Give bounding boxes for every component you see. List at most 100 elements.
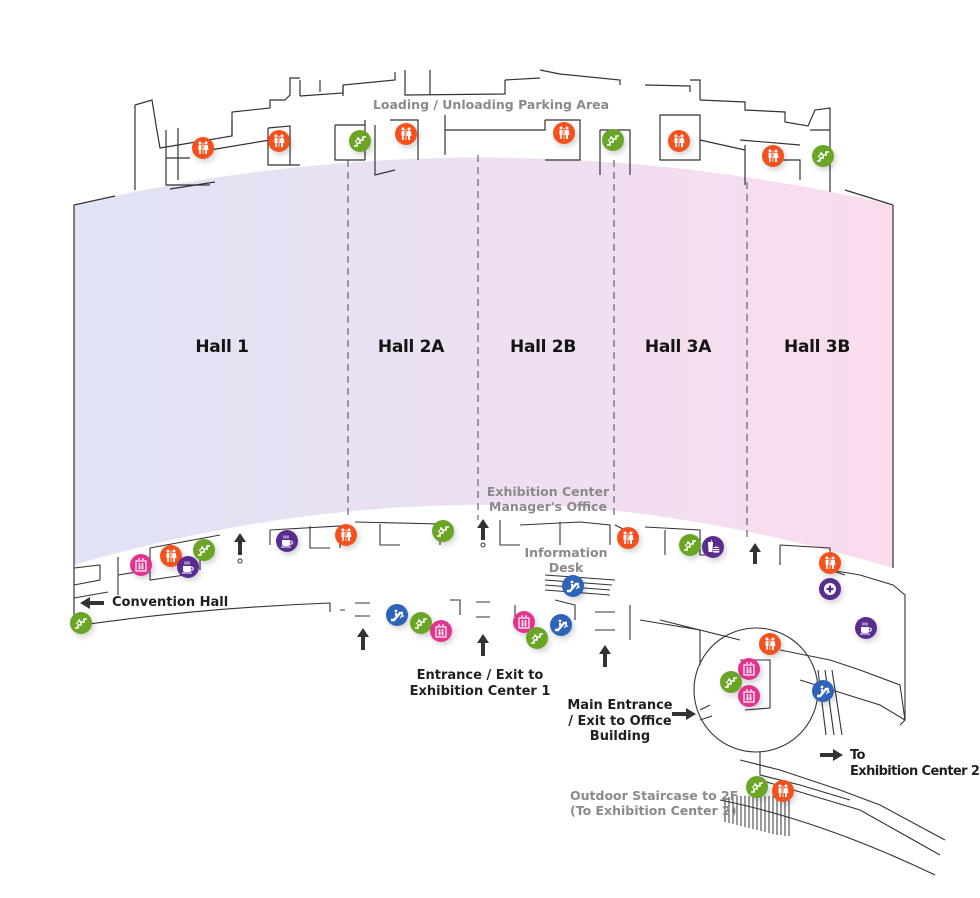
cafe-icon xyxy=(279,533,295,549)
poi-restroom[interactable] xyxy=(335,524,357,546)
stairs-icon xyxy=(529,630,545,646)
poi-escalator[interactable] xyxy=(386,604,408,626)
entrance-ec1-label: Entrance / Exit to Exhibition Center 1 xyxy=(410,668,551,699)
entrance-ec1-label-line1: Entrance / Exit to xyxy=(416,668,544,683)
restroom-icon xyxy=(822,555,838,571)
first-aid-icon xyxy=(822,581,838,597)
poi-cafe[interactable] xyxy=(855,617,877,639)
poi-elevator[interactable] xyxy=(430,620,452,642)
info-desk-label-line2: Desk xyxy=(548,560,584,575)
restroom-icon xyxy=(163,548,179,564)
hall-dividers xyxy=(347,155,748,540)
poi-escalator[interactable] xyxy=(550,614,572,636)
escalator-icon xyxy=(389,607,405,623)
elevator-icon xyxy=(741,661,757,677)
poi-stairs[interactable] xyxy=(349,130,371,152)
poi-stairs[interactable] xyxy=(432,520,454,542)
convention-hall-label[interactable]: Convention Hall xyxy=(112,595,229,610)
poi-restroom[interactable] xyxy=(668,130,690,152)
main-entrance-label: Main Entrance / Exit to Office Building xyxy=(567,698,672,745)
outdoor-staircase-label-line1: Outdoor Staircase to 2F xyxy=(570,788,739,803)
arrow-up-entrance-b xyxy=(477,634,489,656)
poi-restroom[interactable] xyxy=(553,122,575,144)
restroom-icon xyxy=(671,133,687,149)
poi-restroom[interactable] xyxy=(192,137,214,159)
stairs-icon xyxy=(682,537,698,553)
loading-area-label: Loading / Unloading Parking Area xyxy=(372,97,610,112)
poi-stairs[interactable] xyxy=(812,145,834,167)
cafe-icon xyxy=(858,620,874,636)
manager-office-label-line2: Manager's Office xyxy=(489,499,607,514)
outdoor-staircase-label-line2: (To Exhibition Center 2) xyxy=(570,803,737,818)
hall-3b-label[interactable]: Hall 3B xyxy=(784,337,850,357)
poi-elevator[interactable] xyxy=(130,554,152,576)
poi-stairs[interactable] xyxy=(720,671,742,693)
to-ec2-label-line2: Exhibition Center 2 xyxy=(850,763,980,779)
poi-stairs[interactable] xyxy=(70,612,92,634)
manager-office-label: Exhibition Center Manager's Office xyxy=(487,484,609,514)
hall-3a-label[interactable]: Hall 3A xyxy=(644,337,712,357)
poi-elevator[interactable] xyxy=(738,685,760,707)
main-entrance-label-line1: Main Entrance xyxy=(567,698,673,713)
poi-restroom[interactable] xyxy=(762,145,784,167)
to-ec2-label[interactable]: To Exhibition Center 2 xyxy=(850,748,980,779)
main-entrance-label-line2: / Exit to Office xyxy=(568,713,672,729)
poi-first-aid[interactable] xyxy=(819,578,841,600)
info-desk-label: Information Desk xyxy=(525,545,608,575)
elevator-icon xyxy=(741,688,757,704)
poi-stairs[interactable] xyxy=(679,534,701,556)
poi-stairs[interactable] xyxy=(410,612,432,634)
poi-restroom[interactable] xyxy=(268,130,290,152)
arrow-right-ec2 xyxy=(820,749,843,761)
outdoor-staircase-label: Outdoor Staircase to 2F (To Exhibition C… xyxy=(570,788,738,818)
stairs-icon xyxy=(815,148,831,164)
food-icon xyxy=(705,539,721,555)
stairs-icon xyxy=(605,132,621,148)
poi-stairs[interactable] xyxy=(746,776,768,798)
loading-area-walls: @@ xyxy=(134,69,831,192)
restroom-icon xyxy=(271,133,287,149)
poi-stairs[interactable] xyxy=(193,539,215,561)
restroom-icon xyxy=(620,530,636,546)
restroom-icon xyxy=(338,527,354,543)
hall-walls xyxy=(73,181,894,620)
arrow-right-main-entrance xyxy=(672,708,696,720)
poi-stairs[interactable] xyxy=(526,627,548,649)
poi-restroom[interactable] xyxy=(395,123,417,145)
poi-restroom[interactable] xyxy=(772,780,794,802)
restroom-icon xyxy=(195,140,211,156)
stairs-icon xyxy=(435,523,451,539)
arrow-up-hall3 xyxy=(749,543,761,564)
main-entrance-label-line3: Building xyxy=(589,729,651,745)
restroom-icon xyxy=(398,126,414,142)
arrow-up-entrance-a xyxy=(357,628,369,650)
poi-restroom[interactable] xyxy=(160,545,182,567)
hall-2b-label[interactable]: Hall 2B xyxy=(510,337,576,357)
stairs-icon xyxy=(723,674,739,690)
exhibition-hall-area[interactable] xyxy=(74,157,893,569)
to-ec2-label-line1: To xyxy=(850,748,865,763)
hall-1-label[interactable]: Hall 1 xyxy=(195,337,249,357)
poi-restroom[interactable] xyxy=(759,633,781,655)
poi-cafe[interactable] xyxy=(276,530,298,552)
arrow-up-hall2 xyxy=(477,519,489,548)
hall-2a-label[interactable]: Hall 2A xyxy=(377,337,445,357)
elevator-icon xyxy=(516,614,532,630)
poi-escalator[interactable] xyxy=(562,575,584,597)
elevator-icon xyxy=(133,557,149,573)
escalator-icon xyxy=(815,683,831,699)
poi-escalator[interactable] xyxy=(812,680,834,702)
poi-elevator[interactable] xyxy=(513,611,535,633)
stairs-icon xyxy=(749,779,765,795)
poi-stairs[interactable] xyxy=(602,129,624,151)
poi-restroom[interactable] xyxy=(617,527,639,549)
entrance-ec1-label-line2: Exhibition Center 1 xyxy=(409,683,551,699)
poi-restroom[interactable] xyxy=(819,552,841,574)
poi-food[interactable] xyxy=(702,536,724,558)
restroom-icon xyxy=(762,636,778,652)
poi-elevator[interactable] xyxy=(738,658,760,680)
manager-office-label-line1: Exhibition Center xyxy=(486,484,610,499)
poi-cafe[interactable] xyxy=(177,556,199,578)
stairs-icon xyxy=(73,615,89,631)
